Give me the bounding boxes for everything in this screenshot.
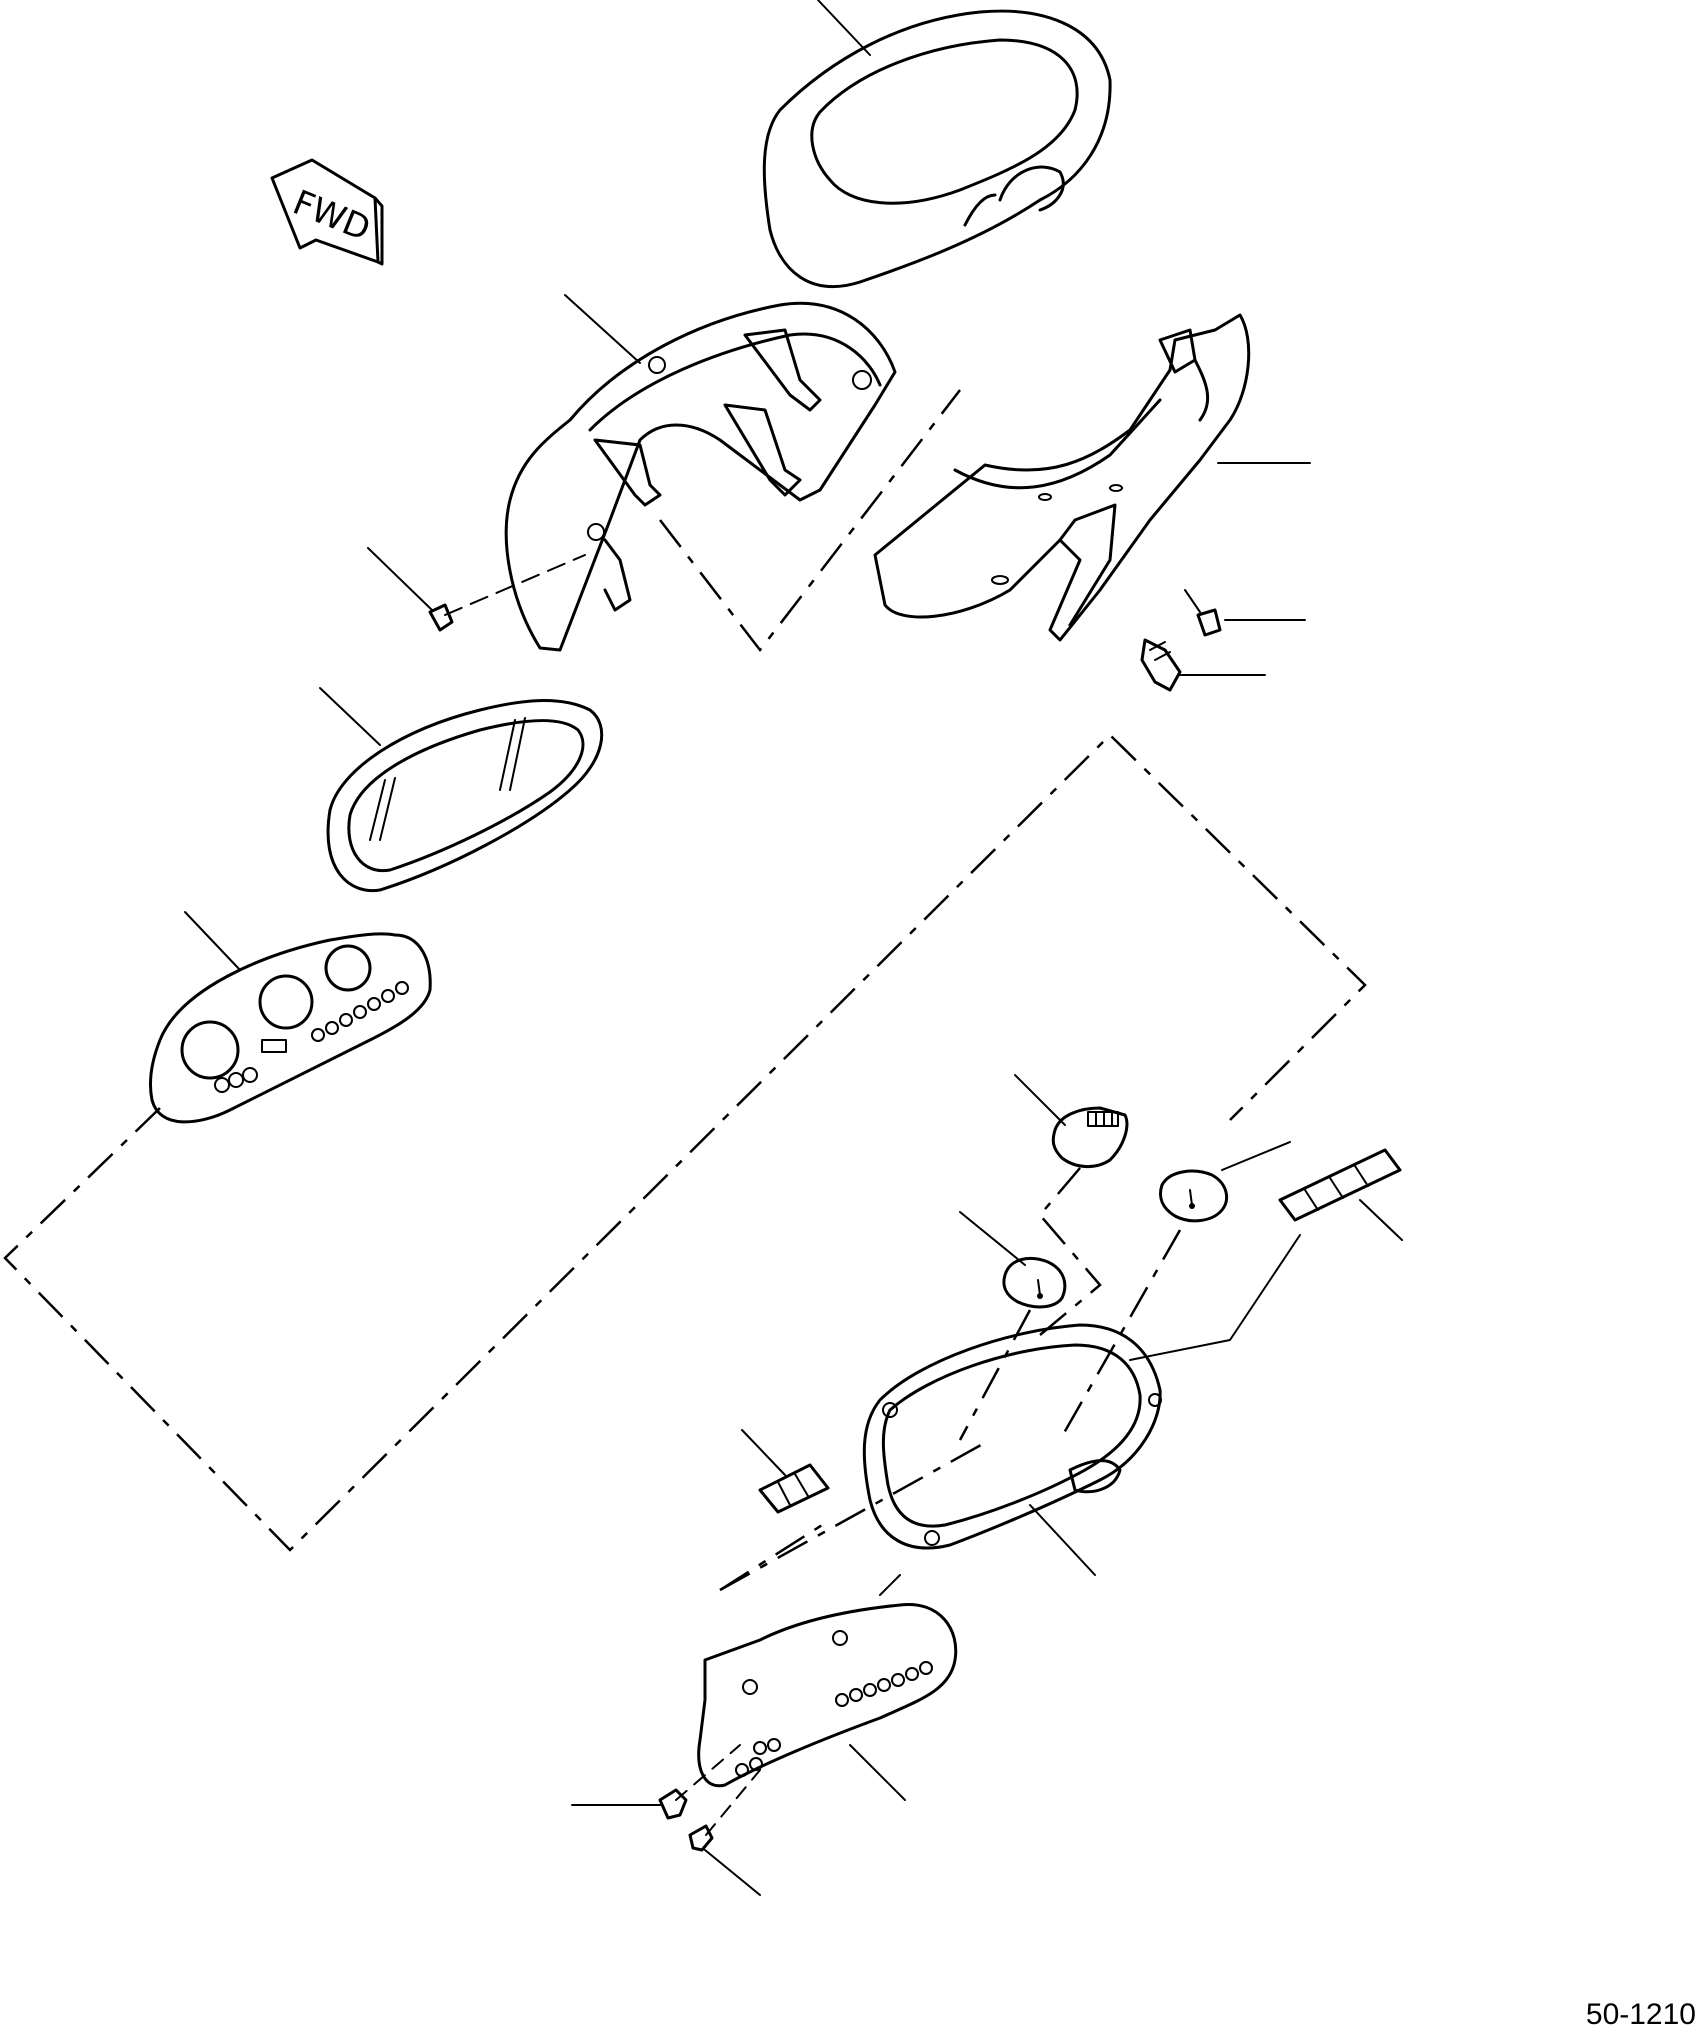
leader-line — [1129, 1234, 1301, 1361]
indicator-strip-part — [1278, 1148, 1402, 1222]
circuit-board-part — [697, 1602, 958, 1788]
gauge-part — [1002, 1257, 1067, 1309]
leader-line — [1359, 1199, 1403, 1241]
leader-line — [564, 294, 641, 364]
assembly-line — [1058, 1229, 1182, 1441]
upper-housing-left-part — [504, 301, 897, 652]
top-cover-part — [762, 9, 1112, 288]
assembly-line — [719, 1518, 831, 1592]
assembly-line — [958, 1309, 1032, 1441]
assembly-line — [659, 389, 961, 653]
fwd-arrow-icon: FWD — [270, 158, 384, 266]
leader-line — [704, 1849, 761, 1896]
leader-line — [1221, 1141, 1291, 1171]
leader-line — [1029, 1504, 1096, 1576]
assembly-line — [1038, 1167, 1102, 1336]
bulb-part — [658, 1744, 761, 1852]
leader-line — [741, 1429, 786, 1476]
lcd-module-part — [1051, 1106, 1129, 1168]
leader-line — [319, 687, 381, 746]
leader-line — [1014, 1074, 1066, 1126]
indicator-strip-part — [758, 1463, 830, 1514]
screw-part — [1184, 589, 1222, 637]
glass-lens-part — [326, 699, 604, 893]
leader-line — [849, 1744, 906, 1801]
faceplate-part — [148, 932, 432, 1124]
leader-line — [959, 1211, 1026, 1266]
leader-line — [184, 911, 241, 971]
leader-line — [879, 1574, 901, 1596]
leader-line — [817, 0, 871, 56]
assembly-line — [719, 1438, 991, 1592]
assembly-line — [3, 733, 1367, 1552]
screw-part — [428, 554, 586, 632]
leader-line — [367, 547, 433, 611]
figure-number: 50-1210 — [1585, 1998, 1696, 2031]
meter-housing-part — [862, 1323, 1162, 1550]
gauge-part — [1159, 1169, 1229, 1223]
lower-housing-right-part — [873, 313, 1251, 642]
bolt-part — [1140, 638, 1182, 692]
